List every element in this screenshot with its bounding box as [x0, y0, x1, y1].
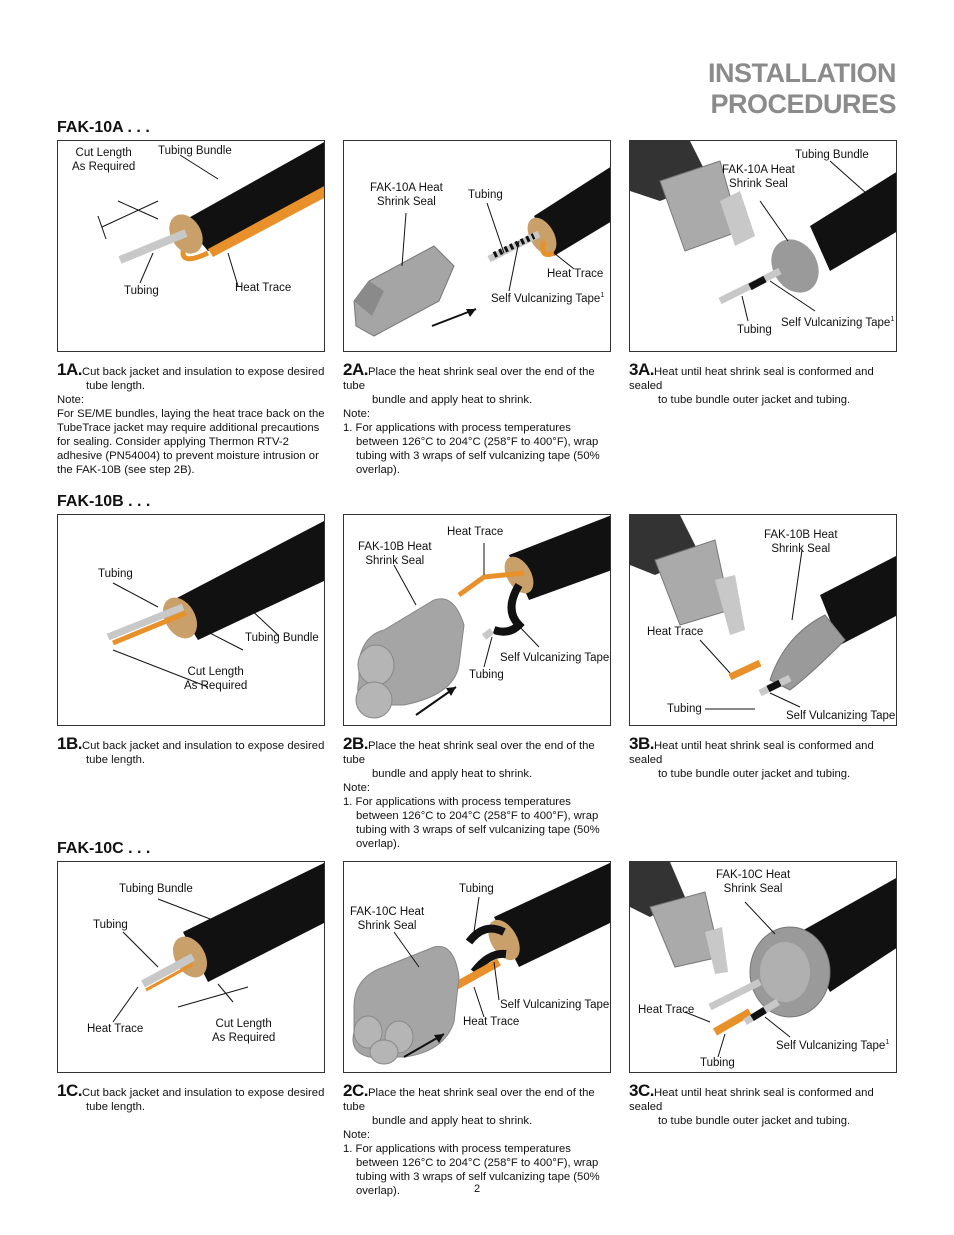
step-2c: 2C.Place the heat shrink seal over the e…	[343, 1081, 600, 1197]
label-tubing: Tubing	[124, 285, 159, 297]
step-3b: 3B.Heat until heat shrink seal is confor…	[629, 734, 874, 780]
bundle-cut-illustration	[112, 862, 324, 1023]
heat-shrink-illustration	[630, 515, 896, 710]
label-heat-trace: Heat Trace	[547, 268, 604, 280]
label-heat-trace: Heat Trace	[647, 626, 704, 638]
step-1c: 1C.Cut back jacket and insulation to exp…	[57, 1081, 325, 1113]
label-tubing-bundle: Tubing Bundle	[158, 145, 232, 157]
label-tubing-bundle: Tubing Bundle	[795, 149, 869, 161]
step-1a: 1A.Cut back jacket and insulation to exp…	[57, 360, 325, 476]
label-self-vulcanizing-tape: Self Vulcanizing Tape1	[500, 998, 610, 1011]
label-tubing: Tubing	[737, 324, 772, 336]
section-title-fak-10c: FAK-10C . . .	[57, 840, 151, 857]
step-1b: 1B.Cut back jacket and insulation to exp…	[57, 734, 325, 766]
seal-placement-illustration	[352, 862, 610, 1065]
step-3c: 3C.Heat until heat shrink seal is confor…	[629, 1081, 874, 1127]
illustration-1c: Tubing Bundle Tubing Heat Trace Cut Leng…	[57, 861, 325, 1073]
seal-placement-illustration	[353, 167, 610, 337]
section-title-fak-10a: FAK-10A . . .	[57, 119, 150, 136]
label-heat-trace: Heat Trace	[447, 526, 504, 538]
label-tubing: Tubing	[468, 189, 503, 201]
label-self-vulcanizing-tape: Self Vulcanizing Tape1	[786, 709, 896, 722]
page-number: 2	[473, 1183, 481, 1195]
bundle-cut-illustration	[106, 521, 324, 688]
label-self-vulcanizing-tape: Self Vulcanizing Tape1	[500, 651, 610, 664]
label-heat-trace: Heat Trace	[638, 1004, 695, 1016]
label-heat-trace: Heat Trace	[463, 1016, 520, 1028]
heat-shrink-illustration	[630, 862, 896, 1058]
label-self-vulcanizing-tape: Self Vulcanizing Tape1	[491, 292, 605, 305]
label-tubing: Tubing	[700, 1057, 735, 1069]
label-tubing-bundle: Tubing Bundle	[119, 883, 193, 895]
label-tubing-bundle: Tubing Bundle	[245, 632, 319, 644]
section-title-fak-10b: FAK-10B . . .	[57, 493, 151, 510]
label-tubing: Tubing	[93, 919, 128, 931]
step-2b: 2B.Place the heat shrink seal over the e…	[343, 734, 600, 850]
label-tubing: Tubing	[469, 669, 504, 681]
label-heat-trace: Heat Trace	[235, 282, 292, 294]
heat-shrink-illustration	[630, 141, 896, 322]
step-3a: 3A.Heat until heat shrink seal is confor…	[629, 360, 874, 406]
label-tubing: Tubing	[459, 883, 494, 895]
page-title: INSTALLATION PROCEDURES	[708, 58, 896, 119]
label-self-vulcanizing-tape: Self Vulcanizing Tape1	[781, 316, 895, 329]
label-tubing: Tubing	[98, 568, 133, 580]
label-tubing: Tubing	[667, 703, 702, 715]
seal-placement-illustration	[355, 515, 610, 719]
step-2a: 2A.Place the heat shrink seal over the e…	[343, 360, 600, 476]
label-self-vulcanizing-tape: Self Vulcanizing Tape1	[776, 1039, 890, 1052]
bundle-cut-illustration	[97, 142, 324, 287]
label-heat-trace: Heat Trace	[87, 1023, 144, 1035]
